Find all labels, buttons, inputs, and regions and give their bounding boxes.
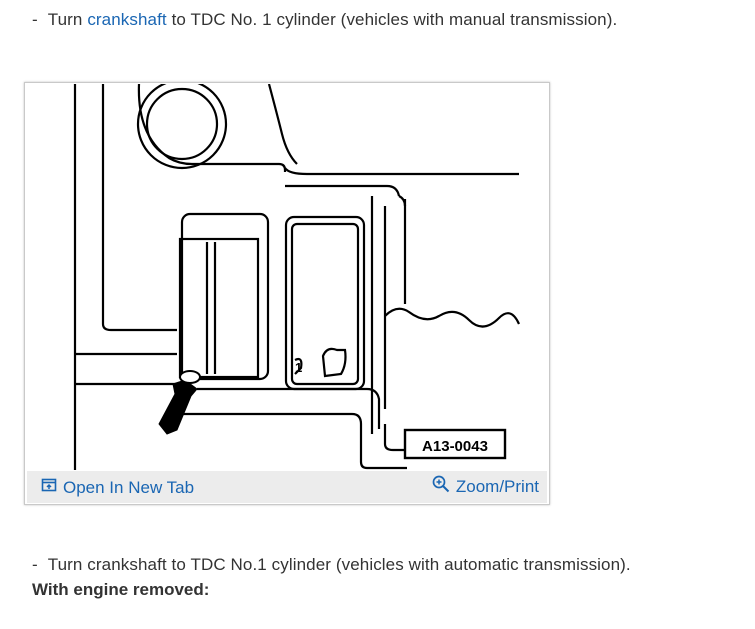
step-1-text: -Turn crankshaft to TDC No. 1 cylinder (… bbox=[32, 10, 617, 30]
zoom-print-button[interactable]: Zoom/Print bbox=[432, 475, 539, 498]
technical-drawing: A13-0043 1 bbox=[73, 84, 521, 470]
step-1-suffix: to TDC No. 1 cylinder (vehicles with man… bbox=[166, 10, 618, 29]
figure-label: A13-0043 bbox=[422, 438, 488, 455]
figure-container: A13-0043 1 Open In New Tab Zoom/Print bbox=[24, 82, 550, 505]
open-in-new-tab-label: Open In New Tab bbox=[63, 477, 195, 497]
crankshaft-link[interactable]: crankshaft bbox=[87, 10, 167, 29]
zoom-in-icon bbox=[432, 475, 450, 498]
step-1-prefix: Turn bbox=[47, 10, 88, 29]
step-2-body: Turn crankshaft to TDC No.1 cylinder (ve… bbox=[47, 555, 631, 574]
zoom-print-label: Zoom/Print bbox=[455, 476, 539, 496]
step-dash: - bbox=[32, 555, 38, 574]
step-2-text: -Turn crankshaft to TDC No.1 cylinder (v… bbox=[32, 555, 631, 575]
figure-toolbar: Open In New Tab Zoom/Print bbox=[27, 471, 547, 503]
figure-image: A13-0043 1 bbox=[27, 84, 547, 470]
open-in-new-tab-button[interactable]: Open In New Tab bbox=[41, 477, 194, 498]
engine-removed-heading: With engine removed: bbox=[32, 580, 210, 599]
open-external-icon bbox=[41, 477, 57, 498]
figure-marker: 1 bbox=[295, 360, 302, 375]
step-dash: - bbox=[32, 10, 38, 29]
